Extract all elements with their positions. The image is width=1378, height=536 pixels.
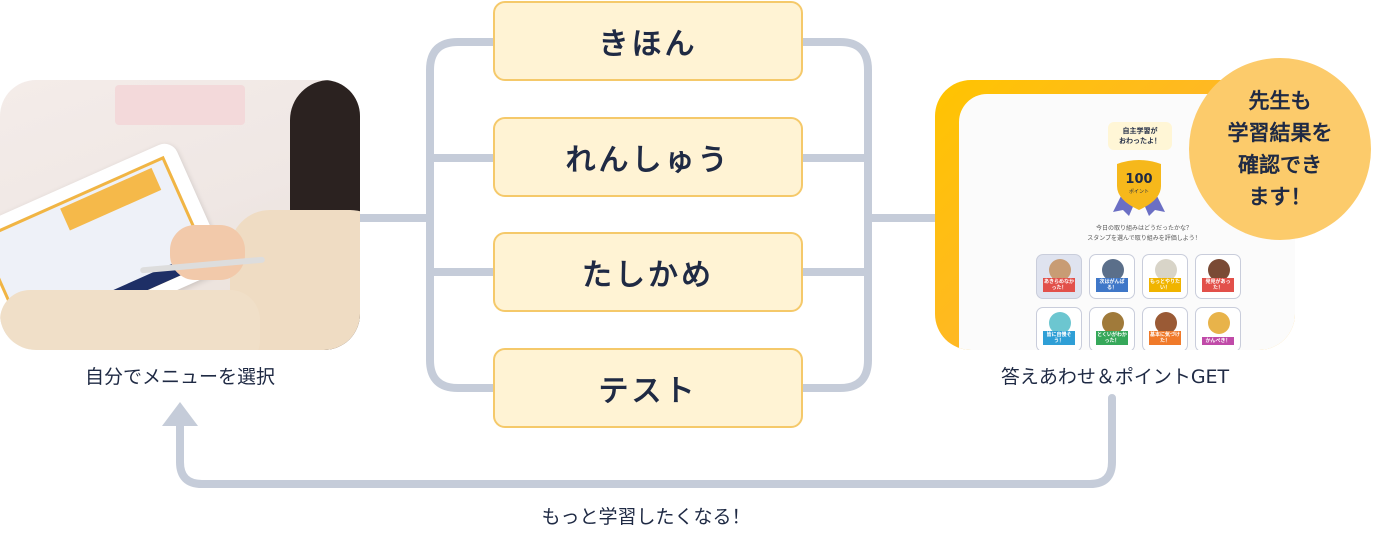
medal-icon: 100 ポイント [1109, 156, 1169, 218]
stamp[interactable]: あきらめなかった！ [1036, 254, 1082, 299]
left-bracket [426, 38, 497, 392]
stamp-grid: あきらめなかった！ 次はがんばる！ もっとやりたい！ 発見があった！ 皆に自慢そ… [1036, 254, 1241, 350]
stamp[interactable]: かんぺき！ [1195, 307, 1241, 350]
loop-arrow-head [162, 402, 198, 426]
loop-arrow-line [176, 394, 1116, 488]
stamp[interactable]: 次はがんばる！ [1089, 254, 1135, 299]
step-renshu: れんしゅう [493, 117, 803, 197]
stamp[interactable]: 皆に自慢そう！ [1036, 307, 1082, 350]
left-connectors [356, 154, 497, 276]
stamp[interactable]: 基本に気づけた！ [1142, 307, 1188, 350]
step-kihon: きほん [493, 1, 803, 81]
step-test: テスト [493, 348, 803, 428]
step-tashikame: たしかめ [493, 232, 803, 312]
right-caption: 答えあわせ＆ポイントGET [1000, 366, 1230, 388]
child-tablet-photo [0, 80, 360, 350]
evaluation-prompt: 今日の取り組みはどうだったかな？スタンプを選んで取り組みを評価しよう！ [1087, 225, 1201, 242]
stamp[interactable]: とくいがわかった！ [1089, 307, 1135, 350]
stamp[interactable]: 発見があった！ [1195, 254, 1241, 299]
right-bracket [799, 38, 872, 392]
stamp[interactable]: もっとやりたい！ [1142, 254, 1188, 299]
left-caption: 自分でメニューを選択 [84, 366, 275, 388]
right-connectors [799, 154, 939, 276]
loop-caption: もっと学習したくなる！ [541, 506, 751, 528]
complete-bubble: 自主学習がおわったよ！ [1108, 122, 1172, 150]
teacher-note-circle: 先生も学習結果を確認できます！ [1189, 58, 1371, 240]
